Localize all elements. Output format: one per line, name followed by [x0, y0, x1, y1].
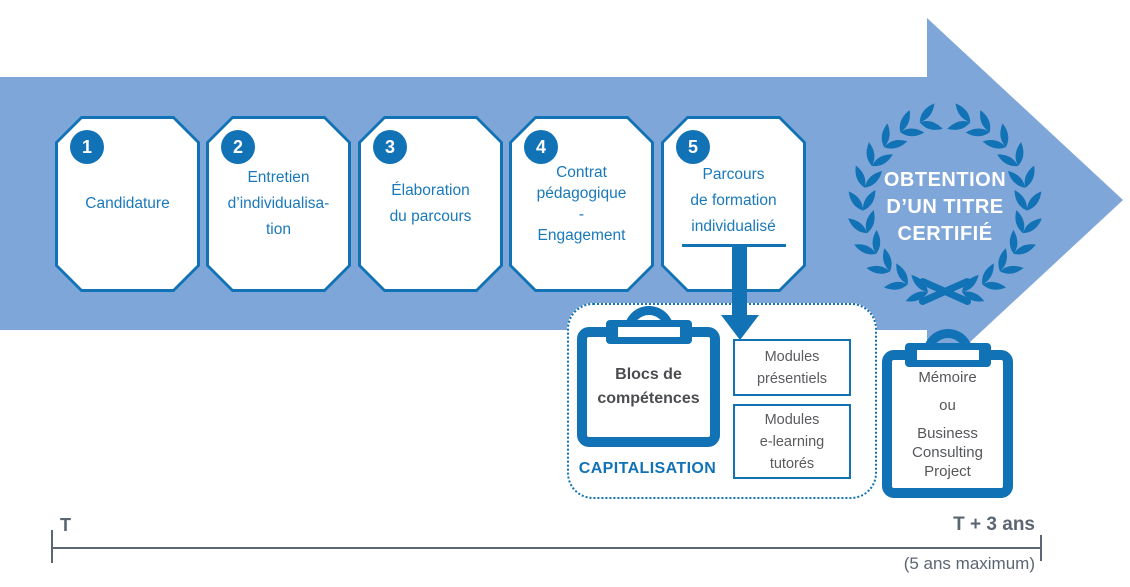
step-5-number-badge: 5	[676, 130, 710, 164]
down-arrow-stem	[732, 247, 747, 317]
modules-presentiels-box: Modules présentiels	[733, 339, 851, 396]
step-4-line-2: pédagogique	[536, 185, 627, 202]
modules-presentiels-label: Modules présentiels	[757, 346, 827, 390]
step-3-line-1: Élaboration	[391, 182, 470, 199]
memoire-clipboard-icon: Mémoire ou Business Consulting Project	[882, 329, 1013, 498]
step-1-line-1: Candidature	[85, 195, 170, 212]
clipboard-handle-icon	[922, 329, 973, 356]
step-3-label: Élaboration du parcours	[358, 116, 503, 292]
step-4-number-badge: 4	[524, 130, 558, 164]
modules-elearning-label: Modules e-learning tutorés	[760, 409, 825, 475]
timeline-start-label: T	[60, 515, 71, 535]
me-line-2: e-learning	[759, 433, 825, 450]
award-line-3: CERTIFIÉ	[897, 223, 993, 245]
step-2-number-badge: 2	[221, 130, 255, 164]
step-1-candidature: 1 Candidature	[55, 116, 200, 292]
blocs-clipboard-icon: Blocs de compétences	[577, 306, 720, 447]
step-4-line-4: Engagement	[537, 227, 626, 244]
blocs-line-2: compétences	[597, 390, 700, 407]
step-2-label: Entretien d’individualisa- tion	[206, 116, 351, 292]
me-line-1: Modules	[764, 411, 820, 428]
capitalisation-caption: CAPITALISATION	[578, 460, 717, 477]
blocs-line-1: Blocs de	[615, 366, 682, 383]
blocs-label: Blocs de compétences	[587, 337, 710, 437]
step-4-label: Contrat pédagogique - Engagement	[509, 116, 654, 292]
timeline-tick-end	[1040, 535, 1042, 561]
step-5-line-3: individualisé	[691, 217, 776, 235]
step-4-contrat: 4 Contrat pédagogique - Engagement	[509, 116, 654, 292]
timeline-end-label: T + 3 ans	[953, 514, 1035, 535]
step-1-number-badge: 1	[70, 130, 104, 164]
step-3-number-badge: 3	[373, 130, 407, 164]
step-2-line-2: d’individualisa-	[227, 195, 330, 212]
step-4-line-3: -	[578, 206, 585, 223]
award-line-1: OBTENTION	[883, 169, 1007, 191]
down-arrow-head-icon	[721, 315, 759, 340]
step-2-entretien: 2 Entretien d’individualisa- tion	[206, 116, 351, 292]
step-5-line-2: de formation	[690, 191, 777, 209]
step-5-underline	[681, 243, 786, 247]
clipboard-clip-inner	[916, 350, 979, 360]
award-line-2: D’UN TITRE	[886, 196, 1004, 218]
timeline-tick-start	[51, 530, 53, 563]
step-4-line-1: Contrat	[556, 164, 607, 181]
timeline-line	[52, 547, 1042, 549]
mp-line-1: Modules	[764, 348, 820, 365]
step-2-line-1: Entretien	[247, 169, 310, 186]
step-3-elaboration: 3 Élaboration du parcours	[358, 116, 503, 292]
step-5-line-1: Parcours	[702, 165, 765, 183]
step-2-line-3: tion	[266, 221, 291, 238]
me-line-3: tutorés	[769, 455, 815, 472]
modules-elearning-box: Modules e-learning tutorés	[733, 404, 851, 479]
memoire-line-1: Mémoire	[918, 368, 977, 386]
memoire-label: Mémoire ou Business Consulting Project	[892, 360, 1003, 488]
award-title: OBTENTION D’UN TITRE CERTIFIÉ	[845, 167, 1045, 248]
step-5-label: Parcours de formation individualisé	[661, 116, 806, 292]
clipboard-clip-icon	[605, 320, 692, 344]
step-1-label: Candidature	[55, 116, 200, 292]
memoire-line-2: ou	[939, 396, 956, 414]
mp-line-2: présentiels	[756, 370, 828, 387]
memoire-line-3: Business Consulting Project	[912, 424, 983, 480]
clipboard-clip-icon	[904, 343, 991, 367]
timeline-note: (5 ans maximum)	[903, 554, 1035, 573]
clipboard-clip-inner	[617, 327, 680, 337]
step-3-line-2: du parcours	[389, 208, 472, 225]
clipboard-handle-icon	[623, 306, 674, 333]
laurel-wreath-icon	[848, 103, 1042, 306]
